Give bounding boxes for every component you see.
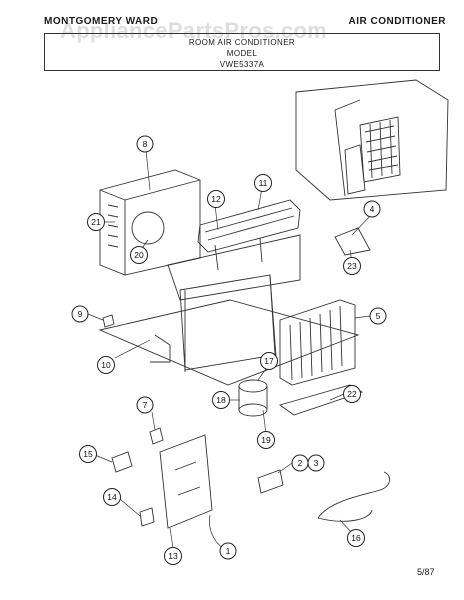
callout-12: 12 [207, 190, 225, 208]
callout-5: 5 [369, 307, 387, 325]
svg-text:7: 7 [143, 400, 148, 410]
cord-part [111, 451, 133, 473]
knob-part [149, 427, 164, 445]
callout-18: 18 [212, 391, 230, 409]
watermark: AppliancePartsPros.com [60, 18, 328, 43]
callout-16: 16 [347, 529, 365, 547]
callout-8: 8 [136, 135, 154, 153]
title-line-1: ROOM AIR CONDITIONER [188, 38, 296, 47]
callout-23: 23 [343, 257, 361, 275]
svg-text:21: 21 [91, 217, 101, 227]
callout-4: 4 [363, 200, 381, 218]
svg-text:13: 13 [168, 551, 178, 561]
callout-17: 17 [260, 352, 278, 370]
svg-text:4: 4 [370, 204, 375, 214]
svg-text:1: 1 [226, 546, 231, 556]
drain-tray [278, 384, 364, 416]
callout-21: 21 [87, 213, 105, 231]
svg-text:14: 14 [107, 492, 117, 502]
model-number: VWE5337A [219, 60, 265, 69]
front-grille-inset [295, 79, 449, 201]
switch-part [139, 507, 155, 527]
svg-text:15: 15 [83, 449, 93, 459]
callout-20: 20 [130, 246, 148, 264]
svg-text:8: 8 [143, 139, 148, 149]
svg-text:22: 22 [347, 389, 357, 399]
svg-text:19: 19 [261, 435, 271, 445]
svg-text:3: 3 [314, 458, 319, 468]
fan-motor-mount [334, 227, 371, 256]
capacitor [238, 379, 268, 417]
svg-text:16: 16 [351, 533, 361, 543]
callout-14: 14 [103, 488, 121, 506]
cabinet-wrapper [99, 169, 201, 276]
thermostat-tube [150, 334, 171, 363]
svg-text:18: 18 [216, 395, 226, 405]
title-line-2: MODEL [226, 49, 258, 58]
clip-part [102, 314, 115, 328]
callout-1: 1 [219, 542, 237, 560]
svg-text:20: 20 [134, 250, 144, 260]
svg-text:17: 17 [264, 356, 274, 366]
svg-text:10: 10 [101, 360, 111, 370]
callout-19: 19 [257, 431, 275, 449]
evaporator [197, 199, 301, 253]
svg-text:9: 9 [78, 309, 83, 319]
callout-10: 10 [97, 356, 115, 374]
callout-15: 15 [79, 445, 97, 463]
power-cord [317, 471, 390, 522]
svg-text:2: 2 [298, 458, 303, 468]
control-bracket [159, 434, 213, 529]
svg-text:23: 23 [347, 261, 357, 271]
page-number: 5/87 [417, 567, 435, 577]
svg-text:12: 12 [211, 194, 221, 204]
brand-header: MONTGOMERY WARD [44, 16, 159, 27]
title-box: ROOM AIR CONDITIONER MODEL VWE5337A [44, 33, 440, 71]
callout-9: 9 [71, 305, 89, 323]
svg-text:5: 5 [376, 311, 381, 321]
category-header: AIR CONDITIONER [348, 16, 446, 27]
leader-lines [87, 149, 373, 552]
callout-3: 3 [307, 454, 325, 472]
callout-13: 13 [164, 547, 182, 565]
callout-2: 2 [291, 454, 309, 472]
callout-7: 7 [136, 396, 154, 414]
terminal-block [257, 469, 284, 494]
condenser-coil [279, 299, 356, 386]
callout-22: 22 [343, 385, 361, 403]
callout-11: 11 [254, 174, 272, 192]
svg-text:11: 11 [259, 178, 268, 188]
